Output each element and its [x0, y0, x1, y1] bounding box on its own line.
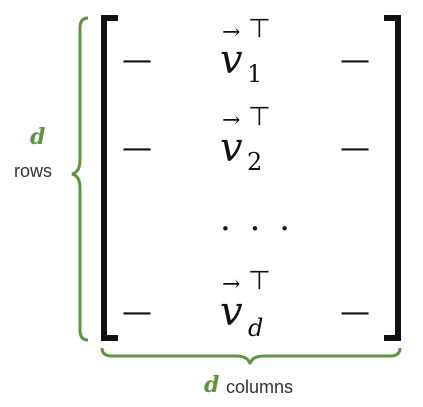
rowd-vector: v [220, 289, 243, 335]
row2-vector: v [220, 125, 243, 171]
vertical-ellipsis-row: · · · [220, 209, 295, 249]
rowd-subscript: d [248, 314, 264, 342]
row2-vector-arrow: → [222, 108, 241, 133]
rowd-transpose: ⊤ [248, 266, 271, 296]
row1-vector: v [220, 37, 243, 83]
row1-transpose: ⊤ [248, 14, 271, 44]
rowd-vector-arrow: → [222, 272, 241, 297]
rowd-left-dash: — [122, 295, 152, 330]
row2-subscript: 2 [247, 148, 263, 176]
row1-subscript: 1 [247, 60, 263, 88]
columns-brace [100, 347, 402, 365]
row2-left-dash: — [122, 131, 152, 166]
right-bracket [384, 15, 401, 341]
row1-left-dash: — [122, 43, 152, 78]
rowd-right-dash: — [340, 295, 370, 330]
row2-transpose: ⊤ [248, 102, 271, 132]
rows-dimension-variable: d [30, 124, 46, 150]
row1-vector-arrow: → [222, 20, 241, 45]
left-bracket [101, 15, 118, 341]
columns-dimension-variable: d [204, 372, 220, 398]
columns-label: columns [226, 377, 294, 397]
row2-right-dash: — [340, 131, 370, 166]
row1-right-dash: — [340, 43, 370, 78]
rows-brace [71, 16, 89, 342]
rows-label: rows [14, 161, 53, 181]
